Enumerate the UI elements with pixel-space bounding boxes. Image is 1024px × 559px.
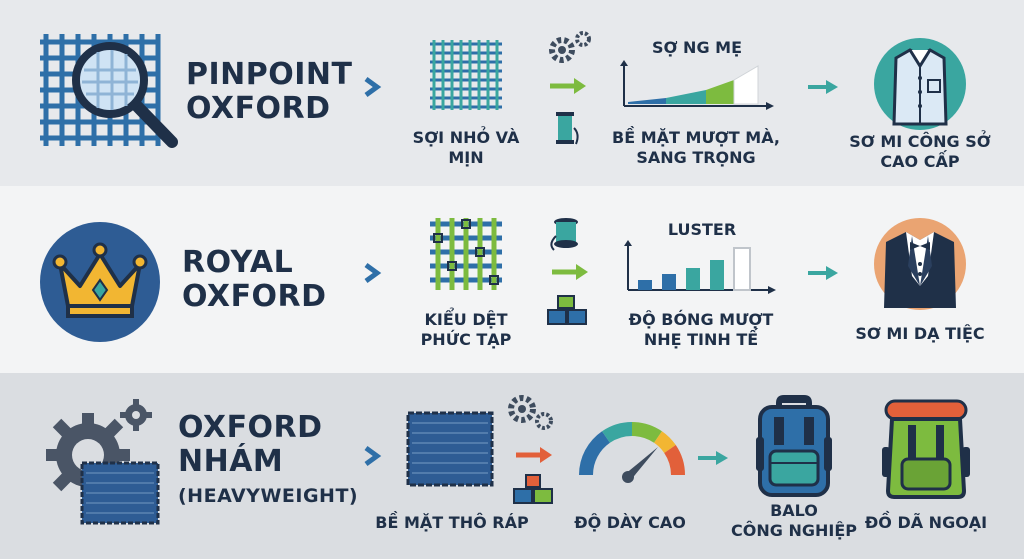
gear-fabric-icon [36, 399, 176, 529]
smoothness-chart [616, 60, 776, 114]
rough-fabric-icon [404, 409, 496, 489]
thread-spool-icon [552, 108, 582, 148]
title-line-1: OXFORD [178, 410, 323, 445]
arrow-right-icon [696, 449, 730, 467]
title-line-1: PINPOINT [186, 57, 353, 92]
feature-label: KIỂU DỆT PHỨC TẠP [420, 310, 512, 349]
thread-spool-icon [548, 216, 584, 252]
dress-shirt-icon [872, 36, 968, 132]
row-royal-oxford: ROYAL OXFORD KIỂU DỆT PHỨC TẠP [0, 186, 1024, 373]
result-label: ĐỘ DÀY CAO [574, 513, 686, 532]
feature-label: BỀ MẶT THÔ RÁP [375, 513, 529, 532]
arrow-right-icon [550, 262, 590, 282]
use-label: SƠ MI DẠ TIỆC [855, 324, 985, 343]
chevron-right-icon [362, 76, 382, 98]
row-oxford-nham: OXFORD NHÁM (HEAVYWEIGHT) BỀ MẶT THÔ RÁP [0, 373, 1024, 559]
chart-title: SỢ NG MẸ [651, 38, 742, 57]
title-line-1: ROYAL [182, 245, 294, 280]
arrow-right-icon [514, 445, 554, 465]
arrow-right-icon [548, 76, 588, 96]
title-line-3: (HEAVYWEIGHT) [178, 485, 359, 507]
chart-title: LUSTER [667, 220, 737, 239]
use-label-backpack: BALO CÔNG NGHIỆP [731, 501, 857, 540]
row-title: ROYAL OXFORD [182, 246, 327, 314]
hiking-backpack-icon [880, 395, 972, 499]
row-title: PINPOINT OXFORD [186, 58, 352, 126]
industrial-backpack-icon [752, 393, 836, 497]
result-label: BỀ MẶT MƯỢT MÀ, SANG TRỌNG [612, 128, 780, 167]
feature-label: SỢI NHỎ VÀ MỊN [412, 128, 520, 167]
building-blocks-icon [546, 294, 590, 328]
gauge-icon [576, 413, 688, 483]
gear-icon [548, 30, 594, 66]
title-line-2: OXFORD [186, 91, 331, 126]
luster-chart [620, 240, 778, 300]
magnifier-mesh-icon [32, 24, 182, 154]
arrow-right-icon [806, 264, 840, 282]
building-blocks-icon [512, 473, 556, 507]
row-pinpoint-oxford: PINPOINT OXFORD SỢI NHỎ VÀ MỊN [0, 0, 1024, 186]
complex-weave-icon [428, 216, 504, 292]
row-title: OXFORD NHÁM (HEAVYWEIGHT) [178, 411, 358, 513]
tuxedo-icon [872, 216, 968, 312]
use-label-outdoor: ĐỒ DÃ NGOẠI [864, 513, 988, 532]
crown-icon [38, 220, 162, 344]
gear-icon [506, 391, 556, 431]
arrow-right-icon [806, 78, 840, 96]
fine-weave-icon [428, 38, 504, 112]
title-line-2: NHÁM [178, 444, 284, 479]
chevron-right-icon [362, 262, 382, 284]
use-label: SƠ MI CÔNG SỞ CAO CẤP [849, 132, 991, 171]
title-line-2: OXFORD [182, 279, 327, 314]
result-label: ĐỘ BÓNG MƯỢT NHẸ TINH TẾ [628, 310, 774, 349]
chevron-right-icon [362, 445, 382, 467]
